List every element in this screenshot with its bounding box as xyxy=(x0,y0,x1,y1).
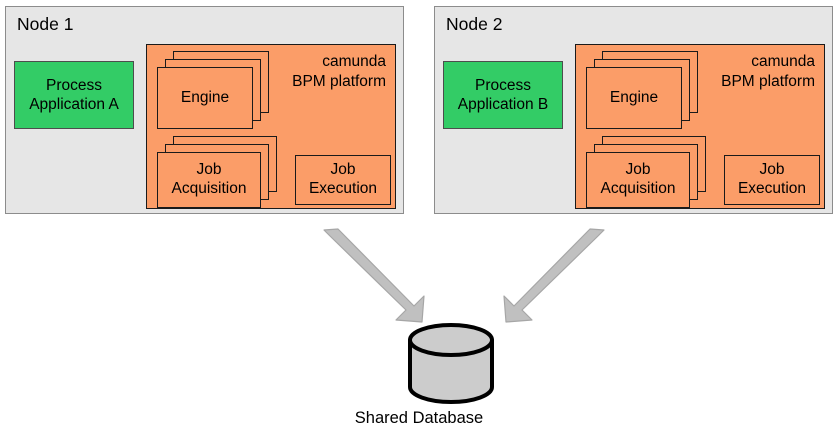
shared-database-caption: Shared Database xyxy=(354,409,484,427)
node-1-job-acquisition-label-line1: Job xyxy=(196,161,222,179)
node-2-platform-label: camunda BPM platform xyxy=(721,52,815,92)
node-2-job-execution-label-line1: Job xyxy=(759,161,785,179)
node-2-process-application-line2: Application B xyxy=(457,96,549,113)
node-2-job-execution-box: Job Execution xyxy=(724,155,820,205)
node-1-job-execution-box: Job Execution xyxy=(295,155,391,205)
node-1-container: Node 1 Process Application A camunda BPM… xyxy=(5,6,404,214)
node-1-job-execution-label-line2: Execution xyxy=(308,180,378,197)
node-1-process-application: Process Application A xyxy=(14,61,134,129)
node-2-job-acquisition-label-line1: Job xyxy=(625,161,651,179)
node-1-process-application-line1: Process xyxy=(46,76,102,94)
node-2-title: Node 2 xyxy=(446,14,503,34)
node-2-engine-stack: Engine xyxy=(586,51,698,129)
node-1-engine-label: Engine xyxy=(180,88,230,106)
arrow-node2-to-database xyxy=(503,228,605,323)
node-2-job-execution-label-line2: Execution xyxy=(737,180,807,197)
node-2-platform-label-line2: BPM platform xyxy=(721,73,815,91)
node-2-container: Node 2 Process Application B camunda BPM… xyxy=(434,6,833,214)
node-1-job-acquisition-label-line2: Acquisition xyxy=(171,180,247,197)
node-2-job-acquisition-stack: Job Acquisition xyxy=(586,136,706,208)
node-1-platform-label-line1: camunda xyxy=(322,53,386,70)
node-2-camunda-platform: camunda BPM platform Engine Job Acquisit xyxy=(575,44,825,209)
shared-database-cylinder-icon xyxy=(408,323,494,404)
node-1-engine-box: Engine xyxy=(157,67,253,129)
node-1-job-acquisition-stack: Job Acquisition xyxy=(157,136,277,208)
arrow-node1-to-database xyxy=(323,228,425,323)
node-2-process-application-line1: Process xyxy=(474,76,531,94)
node-1-process-application-line2: Application A xyxy=(29,96,119,113)
node-1-job-execution-label-line1: Job xyxy=(330,161,356,179)
node-1-camunda-platform: camunda BPM platform Engine Job Acquisit xyxy=(146,44,396,209)
node-1-platform-label: camunda BPM platform xyxy=(292,52,386,92)
node-1-platform-label-line2: BPM platform xyxy=(292,73,386,91)
node-1-job-acquisition-box: Job Acquisition xyxy=(157,152,261,208)
node-2-platform-label-line1: camunda xyxy=(751,53,815,70)
node-2-process-application: Process Application B xyxy=(443,61,563,129)
node-1-title: Node 1 xyxy=(17,14,74,34)
node-2-job-acquisition-box: Job Acquisition xyxy=(586,152,690,208)
node-2-engine-label: Engine xyxy=(609,88,659,106)
node-2-engine-box: Engine xyxy=(586,67,682,129)
node-1-engine-stack: Engine xyxy=(157,51,269,129)
node-2-job-acquisition-label-line2: Acquisition xyxy=(600,180,676,197)
